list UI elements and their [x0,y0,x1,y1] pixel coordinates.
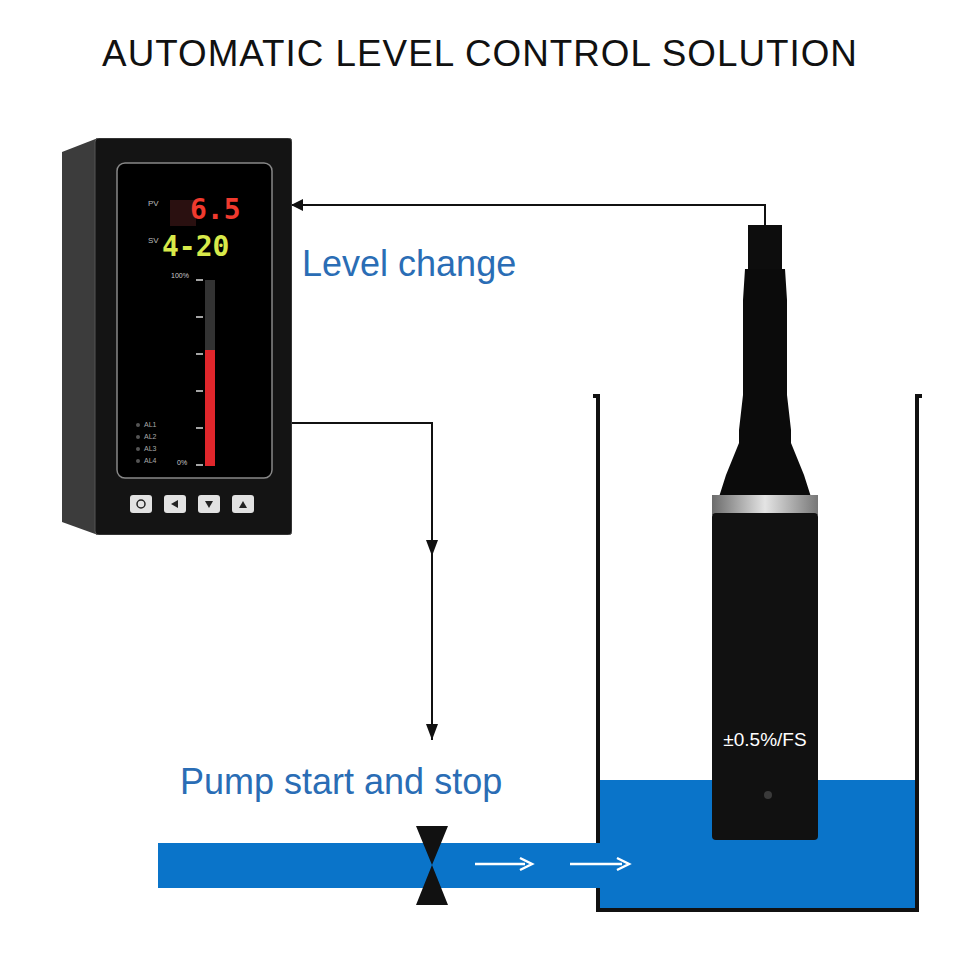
sensor-neck [719,269,811,497]
alarm-led [136,459,140,463]
alarm-led [136,435,140,439]
alarm-label: AL1 [144,421,156,429]
controller-panel: PV 6.5SV4-20 100% 0% AL1AL2AL3AL4 [62,138,292,535]
flow-arrow [475,858,629,870]
sensor-body [712,513,818,840]
scale-tick [196,464,203,466]
alarm-led [136,423,140,427]
panel-button [164,495,186,513]
housing-side [62,138,98,535]
panel-button [198,495,220,513]
sensor-ring [712,495,818,515]
bar-fill [205,350,215,466]
alarm-label: AL3 [144,445,156,453]
button-icon [137,500,145,508]
controller-panel-shape [62,138,292,535]
panel-button [130,495,152,513]
scale-tick [196,390,203,392]
display-bezel [117,163,272,478]
panel-button [232,495,254,513]
annotation: Level change [302,244,516,284]
scale-tick [196,427,203,429]
button-icon [205,501,213,508]
process-value: 6.5 [190,195,241,226]
scale-tick [196,353,203,355]
accuracy-label: ±0.5%/FS [723,730,806,751]
scale-tick [196,279,203,281]
alarm-label: AL4 [144,457,156,465]
display-tag: PV [148,200,159,209]
pipe [158,843,603,888]
sensor-cable [748,225,782,273]
control-wire [292,423,432,740]
scale-tick [196,316,203,318]
valve-symbol [416,826,448,905]
title: AUTOMATIC LEVEL CONTROL SOLUTION [0,34,960,74]
alarm-label: AL2 [144,433,156,441]
scale-label: 0% [177,459,187,467]
bar-graph [205,280,215,466]
button-icon [239,501,247,508]
alarm-led [136,447,140,451]
housing-front [95,138,292,535]
sensor-vent [764,791,772,799]
button-icon [171,500,178,508]
level-sensor: ±0.5%/FS [710,225,820,840]
set-value: 4-20 [162,232,229,263]
annotation: Pump start and stop [180,762,502,802]
wire-arrowhead [426,540,438,740]
display-tag: SV [148,237,159,246]
scale-label: 100% [171,272,189,280]
signal-connector [292,205,765,225]
